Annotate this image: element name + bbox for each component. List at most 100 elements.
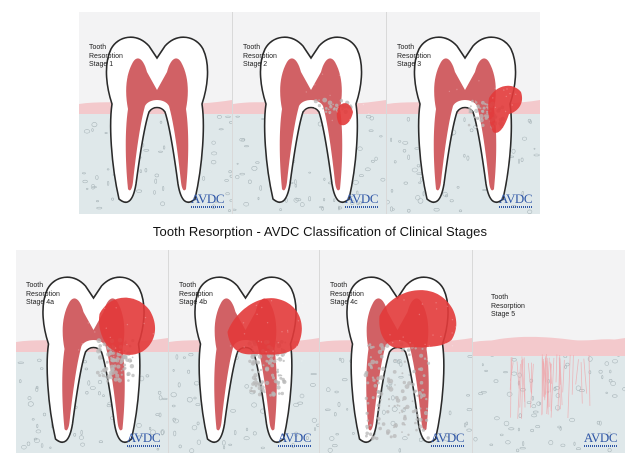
root-remnant bbox=[521, 358, 524, 419]
bone-trabecula bbox=[518, 158, 520, 164]
bone-trabecula bbox=[565, 362, 570, 367]
replacement-resorption bbox=[400, 389, 405, 394]
replacement-resorption bbox=[467, 123, 471, 127]
replacement-resorption bbox=[481, 100, 485, 105]
panel-stage-1: Tooth Resorption Stage 1 AVDC bbox=[79, 12, 233, 214]
bone-trabecula bbox=[153, 190, 156, 195]
bone-trabecula bbox=[334, 390, 339, 394]
replacement-resorption bbox=[402, 416, 407, 421]
bone-trabecula bbox=[386, 384, 389, 388]
bone-trabecula bbox=[97, 380, 103, 384]
replacement-resorption bbox=[369, 364, 373, 368]
bone-trabecula bbox=[329, 436, 335, 441]
bone-trabecula bbox=[527, 209, 533, 214]
replacement-resorption bbox=[324, 107, 328, 110]
replacement-resorption bbox=[408, 353, 411, 356]
bone-trabecula bbox=[251, 402, 257, 408]
pulp-canal bbox=[279, 58, 343, 191]
replacement-resorption bbox=[425, 418, 429, 422]
panel-stage-3: Tooth Resorption Stage 3 AVDC bbox=[387, 12, 540, 214]
lesion-texture bbox=[105, 327, 108, 329]
replacement-resorption bbox=[281, 377, 285, 382]
replacement-resorption bbox=[479, 114, 484, 119]
bone-trabecula bbox=[393, 359, 398, 364]
replacement-resorption bbox=[120, 373, 123, 376]
replacement-resorption bbox=[400, 409, 403, 412]
replacement-resorption bbox=[369, 345, 373, 350]
replacement-resorption bbox=[379, 391, 384, 396]
replacement-resorption bbox=[104, 375, 107, 378]
lesion-texture bbox=[506, 88, 508, 90]
lesion-texture bbox=[92, 313, 95, 315]
replacement-resorption bbox=[252, 389, 256, 394]
bone-trabecula bbox=[402, 149, 407, 153]
root-remnant bbox=[516, 361, 520, 389]
stage-label: Tooth Resorption Stage 4c bbox=[330, 282, 364, 306]
bone-trabecula bbox=[233, 430, 237, 436]
replacement-resorption bbox=[479, 107, 482, 110]
bone-trabecula bbox=[387, 199, 390, 205]
bone-trabecula bbox=[259, 185, 263, 191]
bone-trabecula bbox=[228, 170, 232, 174]
bone-trabecula bbox=[255, 161, 260, 164]
replacement-resorption bbox=[253, 373, 258, 378]
lesion-texture bbox=[125, 361, 128, 363]
bone-trabecula bbox=[398, 448, 402, 453]
bone-trabecula bbox=[356, 190, 359, 195]
tooth-illustration bbox=[169, 276, 319, 453]
bone-trabecula bbox=[228, 209, 231, 212]
replacement-resorption bbox=[414, 347, 417, 350]
replacement-resorption bbox=[388, 405, 391, 407]
bone-trabecula bbox=[49, 446, 52, 450]
replacement-resorption bbox=[411, 410, 415, 414]
replacement-resorption bbox=[474, 108, 479, 113]
bone-trabecula bbox=[106, 168, 110, 171]
bone-trabecula bbox=[511, 148, 516, 154]
lesion-texture bbox=[231, 294, 233, 297]
bone-trabecula bbox=[98, 391, 101, 396]
bone-trabecula bbox=[91, 122, 98, 128]
lesion-texture bbox=[399, 339, 401, 342]
replacement-resorption bbox=[122, 367, 126, 371]
bone-trabecula bbox=[309, 383, 316, 387]
lesion-texture bbox=[331, 119, 333, 122]
lesion-texture bbox=[324, 57, 326, 59]
replacement-resorption bbox=[104, 366, 109, 371]
root-remnant bbox=[530, 363, 534, 408]
tooth-illustration bbox=[79, 36, 232, 214]
replacement-resorption bbox=[278, 392, 281, 395]
replacement-resorption bbox=[373, 384, 378, 388]
replacement-resorption bbox=[370, 359, 376, 365]
lesion-texture bbox=[360, 101, 362, 103]
replacement-resorption bbox=[387, 379, 391, 383]
bone-trabecula bbox=[612, 394, 618, 398]
figure-caption: Tooth Resorption - AVDC Classification o… bbox=[152, 224, 488, 239]
replacement-resorption bbox=[259, 368, 263, 372]
lesion-texture bbox=[440, 335, 442, 338]
replacement-resorption bbox=[365, 411, 369, 415]
replacement-resorption bbox=[379, 343, 384, 348]
replacement-resorption bbox=[381, 422, 386, 426]
stage-label: Tooth Resorption Stage 1 bbox=[89, 44, 123, 68]
bone-trabecula bbox=[202, 176, 206, 181]
lesion-texture bbox=[507, 75, 510, 78]
replacement-resorption bbox=[265, 359, 269, 363]
replacement-resorption bbox=[276, 370, 279, 374]
bone-trabecula bbox=[172, 417, 176, 422]
replacement-resorption bbox=[262, 364, 265, 367]
replacement-resorption bbox=[412, 369, 416, 374]
replacement-resorption bbox=[405, 404, 410, 410]
lesion-texture bbox=[270, 300, 273, 302]
replacement-resorption bbox=[365, 372, 368, 375]
lesion-texture bbox=[428, 361, 430, 363]
lesion-texture bbox=[444, 343, 447, 345]
bone-trabecula bbox=[458, 209, 463, 213]
replacement-resorption bbox=[426, 436, 430, 440]
bone-trabecula bbox=[223, 445, 226, 450]
lesion-texture bbox=[337, 106, 339, 109]
replacement-resorption bbox=[277, 374, 281, 377]
replacement-resorption bbox=[250, 361, 256, 366]
bone-trabecula bbox=[601, 375, 604, 380]
replacement-resorption bbox=[406, 348, 411, 352]
replacement-resorption bbox=[277, 380, 281, 384]
